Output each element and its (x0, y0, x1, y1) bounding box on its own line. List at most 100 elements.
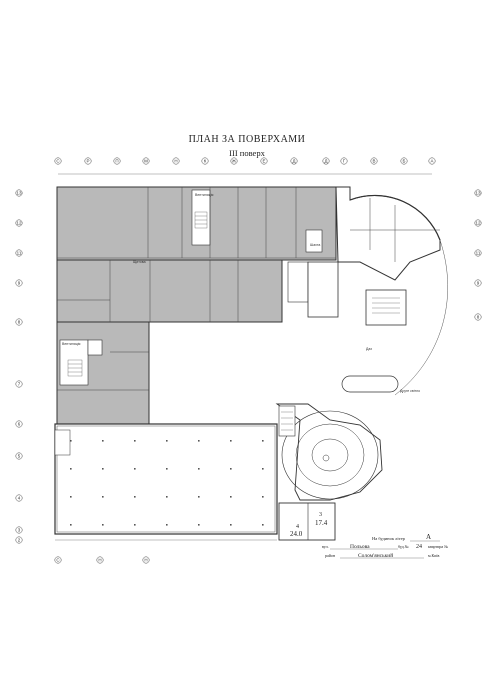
column-marker (262, 524, 264, 526)
svg-text:Е: Е (262, 159, 265, 164)
left-axis-marker: 7 (15, 380, 23, 388)
svg-text:12: 12 (16, 221, 22, 226)
svg-text:12: 12 (475, 221, 481, 226)
roof-label: Дах (366, 347, 372, 351)
bottom-axis-marker: Н (142, 556, 150, 564)
top-axis-marker: Г (340, 157, 348, 165)
column-marker (102, 468, 104, 470)
column-marker (70, 496, 72, 498)
column-marker (70, 524, 72, 526)
right-axis-marker: 9 (474, 279, 482, 287)
switchboard-label: Щитова (133, 260, 146, 264)
column-marker (166, 524, 168, 526)
svg-text:Г: Г (343, 159, 346, 164)
column-marker (166, 496, 168, 498)
left-axis-marker: 6 (15, 420, 23, 428)
column-marker (70, 468, 72, 470)
svg-text:Б: Б (403, 159, 406, 164)
plan-title: ПЛАН ЗА ПОВЕРХАМИ (188, 134, 306, 145)
district-value: Солом'янський (358, 552, 393, 559)
svg-text:Р: Р (86, 159, 89, 164)
left-axis-marker: 3 (15, 526, 23, 534)
liter-value: А (426, 533, 431, 541)
bottom-axis-marker: Н (96, 556, 104, 564)
column-marker (166, 440, 168, 442)
district-prefix: район (325, 553, 336, 558)
room-4-area: 24.0 (290, 530, 303, 538)
title-stamp: На будинок літер А вул. Польова буд.№ 24… (322, 533, 448, 559)
svg-text:6: 6 (18, 422, 21, 427)
column-marker (198, 468, 200, 470)
svg-text:13: 13 (16, 191, 22, 196)
right-axis: 13 12 11 9 8 (474, 189, 482, 321)
svg-text:Ж: Ж (232, 159, 237, 164)
column-marker (70, 440, 72, 442)
liter-label: На будинок літер (372, 536, 406, 541)
apartment-label: квартира № (428, 544, 448, 549)
svg-text:В: В (372, 159, 375, 164)
svg-text:8: 8 (477, 315, 480, 320)
column-marker (230, 440, 232, 442)
svg-text:9: 9 (477, 281, 480, 286)
column-marker (262, 496, 264, 498)
left-axis-marker: 12 (15, 219, 23, 227)
column-marker (134, 440, 136, 442)
left-axis-marker: 8 (15, 318, 23, 326)
column-marker (198, 496, 200, 498)
top-axis-marker: В (370, 157, 378, 165)
column-marker (102, 440, 104, 442)
column-marker (134, 524, 136, 526)
left-axis: 13 12 11 9 8 7 6 5 4 3 2 (15, 189, 23, 544)
bottom-axis-marker: С (54, 556, 62, 564)
top-axis-marker: Д (290, 157, 298, 165)
svg-text:9: 9 (18, 281, 21, 286)
svg-text:11: 11 (476, 251, 481, 256)
svg-text:7: 7 (18, 382, 21, 387)
svg-text:13: 13 (475, 191, 481, 196)
top-axis-marker: С (54, 157, 62, 165)
ventilation-label-top: Вентиляція (195, 193, 213, 197)
top-axis-marker: А (428, 157, 436, 165)
svg-text:Н: Н (98, 558, 101, 563)
left-axis-marker: 13 (15, 189, 23, 197)
ventilation-label-left: Вентиляція (62, 342, 80, 346)
building-upper-block (56, 186, 337, 425)
building-lower-hall (54, 423, 278, 535)
floor-subtitle: III поверх (229, 148, 265, 158)
second-light-label: Друге світло (400, 389, 420, 393)
svg-text:С: С (56, 558, 60, 563)
svg-text:8: 8 (18, 320, 21, 325)
column-marker (262, 440, 264, 442)
svg-text:М: М (144, 159, 148, 164)
room-3-number: 3 (319, 512, 322, 518)
street-prefix: вул. (322, 544, 329, 549)
svg-text:Н: Н (144, 558, 147, 563)
svg-text:5: 5 (18, 454, 21, 459)
column-marker (230, 468, 232, 470)
city-label: м.Київ (428, 553, 439, 558)
column-marker (102, 524, 104, 526)
left-axis-marker: 5 (15, 452, 23, 460)
top-axis-marker: П (113, 157, 121, 165)
right-axis-marker: 12 (474, 219, 482, 227)
street-value: Польова (350, 544, 370, 550)
svg-text:4: 4 (18, 496, 21, 501)
column-marker (166, 468, 168, 470)
top-axis-marker: М (142, 157, 150, 165)
right-axis-marker: 8 (474, 313, 482, 321)
column-marker (198, 440, 200, 442)
building-label: буд.№ (398, 544, 409, 549)
column-marker (102, 496, 104, 498)
spiral-ramp (275, 403, 383, 501)
top-axis-marker: Р (84, 157, 92, 165)
svg-text:2: 2 (18, 538, 21, 543)
svg-text:11: 11 (17, 251, 22, 256)
column-marker (134, 468, 136, 470)
left-axis-marker: 2 (15, 536, 23, 544)
left-axis-marker: 9 (15, 279, 23, 287)
top-axis-marker: Ж (230, 157, 238, 165)
svg-text:П: П (115, 159, 118, 164)
column-marker (262, 468, 264, 470)
